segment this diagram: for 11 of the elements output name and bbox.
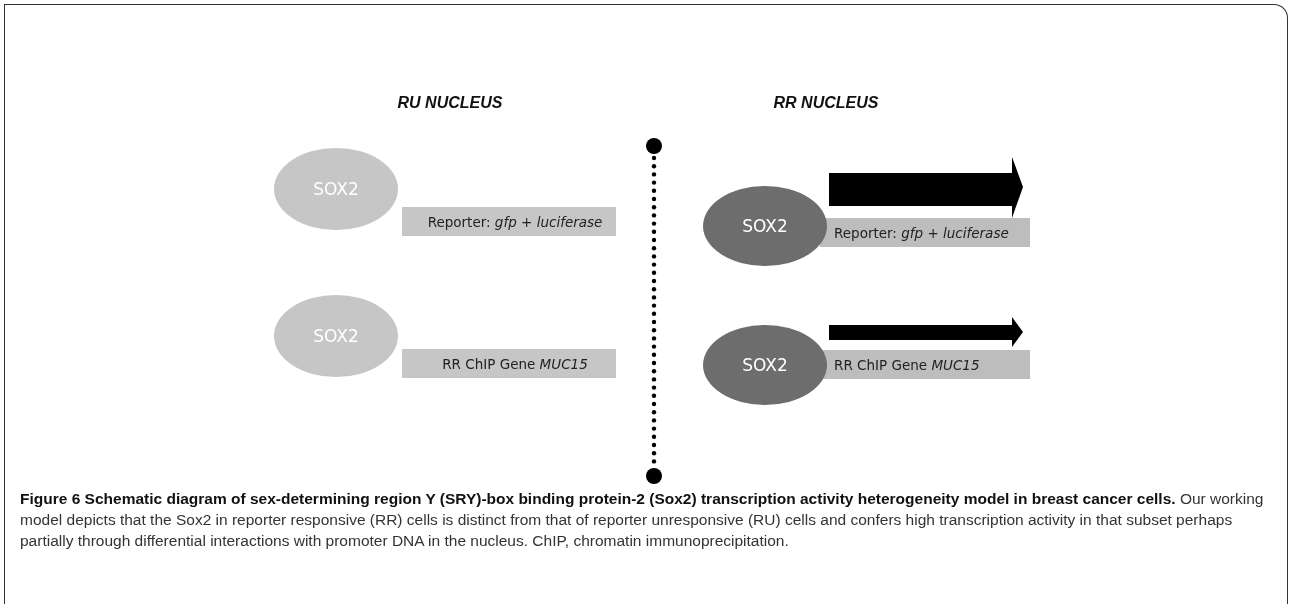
protein-ellipse: SOX2 xyxy=(274,295,398,377)
protein-ellipse: SOX2 xyxy=(274,148,398,230)
section-heading: RR NUCLEUS xyxy=(772,94,880,112)
section-heading: RU NUCLEUS xyxy=(396,94,504,112)
gene-bar: RR ChIP Gene MUC15 xyxy=(820,350,1030,379)
figure-caption: Figure 6 Schematic diagram of sex-determining region Y (SRY)-box binding protein-2 (Sox2) transcription activity heterogeneity model in breast cancer cells. Our working model depicts that the Sox2 in reporter responsive (RR) cells is distinct from that of reporter unresponsive (RU) cells and confers high transcription activity in that subset perhaps partially through differential interactions with promoter DNA in the nucleus. ChIP, chromatin immunoprecipitation. xyxy=(20,489,1265,551)
gene-bar: RR ChIP Gene MUC15 xyxy=(402,349,616,378)
gene-bar: Reporter: gfp + luciferase xyxy=(820,218,1030,247)
protein-ellipse: SOX2 xyxy=(703,186,827,266)
gene-bar: Reporter: gfp + luciferase xyxy=(402,207,616,236)
protein-ellipse: SOX2 xyxy=(703,325,827,405)
